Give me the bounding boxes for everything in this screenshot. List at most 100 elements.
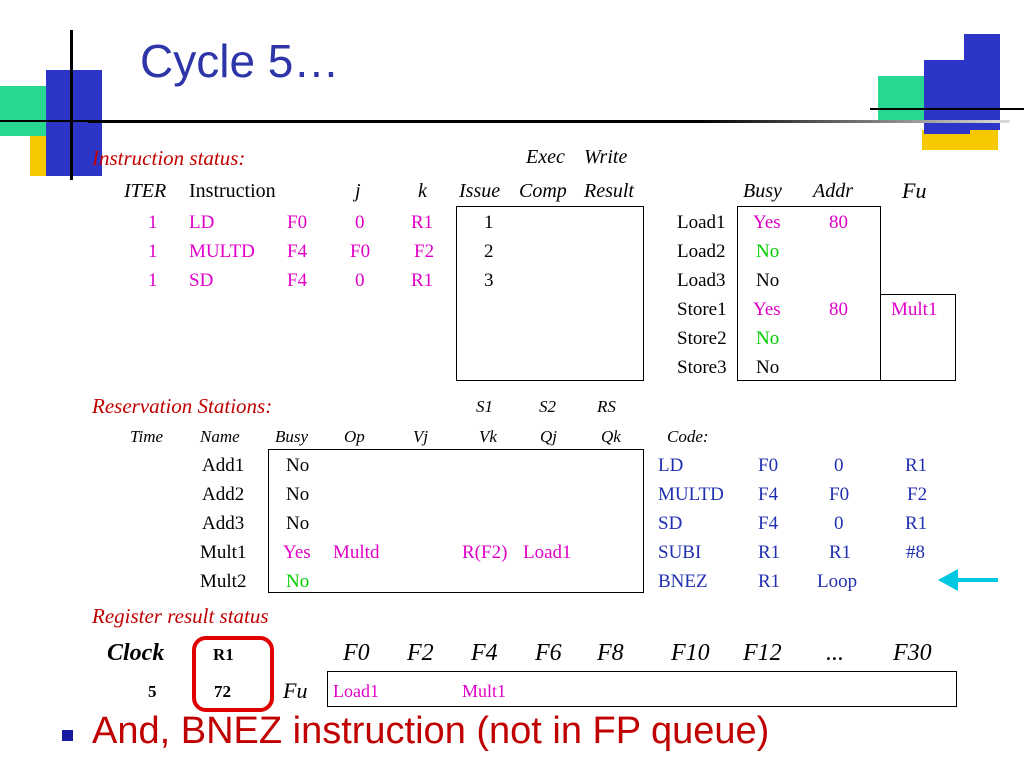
s2-header: S2 xyxy=(539,397,556,416)
register-f30: F30 xyxy=(893,640,932,666)
busy-header: Busy xyxy=(743,180,782,202)
code-arg: F0 xyxy=(758,455,779,476)
decorative-corner-blocks-right xyxy=(870,34,1024,150)
code-arg: F0 xyxy=(829,484,850,505)
comp-header: Comp xyxy=(519,180,567,202)
issue-cell: 1 xyxy=(484,212,494,233)
vj-header: Vj xyxy=(413,427,429,446)
buffer-busy-addr-box xyxy=(737,206,881,381)
buffer-fu: Mult1 xyxy=(891,299,938,320)
rs-busy: No xyxy=(286,455,310,476)
buffer-name: Load2 xyxy=(677,241,726,262)
iter-cell: 1 xyxy=(148,270,158,291)
buffer-busy: Yes xyxy=(753,299,781,320)
rs-busy-header: Busy xyxy=(275,427,309,446)
iter-header: ITER xyxy=(124,180,167,202)
code-arg: F2 xyxy=(907,484,928,505)
dest-cell: F4 xyxy=(287,241,308,262)
fu-f4: Mult1 xyxy=(462,681,507,701)
code-arg: #8 xyxy=(906,542,925,563)
title-rule-fade xyxy=(700,120,1010,123)
code-arg: 0 xyxy=(834,513,844,534)
rs-busy: No xyxy=(286,571,310,592)
rs-name: Add2 xyxy=(202,484,245,505)
vk-header: Vk xyxy=(479,427,497,446)
decorative-corner-blocks-left xyxy=(0,30,135,180)
time-header: Time xyxy=(130,427,164,446)
name-header: Name xyxy=(200,427,240,446)
buffer-busy: Yes xyxy=(753,212,781,233)
code-op: MULTD xyxy=(658,484,724,505)
fu-f0: Load1 xyxy=(333,681,379,701)
code-arg: R1 xyxy=(758,542,781,563)
slide-title: Cycle 5… xyxy=(140,35,340,87)
code-op: BNEZ xyxy=(658,571,708,592)
iter-cell: 1 xyxy=(148,212,158,233)
register-f8: F8 xyxy=(597,640,624,666)
register-f10: F10 xyxy=(671,640,710,666)
store-fu-box xyxy=(880,294,956,381)
code-arg: R1 xyxy=(758,571,781,592)
r1-value: 72 xyxy=(214,682,231,701)
rs-name: Mult1 xyxy=(200,542,247,563)
current-instruction-arrow-icon xyxy=(938,569,998,591)
issue-header: Issue xyxy=(459,180,501,202)
clock-label: Clock xyxy=(107,640,165,666)
write-header: Write xyxy=(584,146,628,168)
code-op: SD xyxy=(658,513,683,534)
issue-cell: 3 xyxy=(484,270,494,291)
title-rule xyxy=(88,120,1008,123)
code-arg: 0 xyxy=(834,455,844,476)
buffer-name: Store1 xyxy=(677,299,727,320)
instruction-status-label: Instruction status: xyxy=(92,146,246,170)
code-arg: Loop xyxy=(817,571,858,592)
register-f0: F0 xyxy=(343,640,370,666)
rs-name: Add3 xyxy=(202,513,245,534)
code-op: LD xyxy=(658,455,684,476)
reservation-stations-label: Reservation Stations: xyxy=(92,394,273,418)
register-f2: F2 xyxy=(407,640,434,666)
code-arg: F4 xyxy=(758,513,779,534)
bottom-bullet-text: And, BNEZ instruction (not in FP queue) xyxy=(92,710,770,752)
register-f12: F12 xyxy=(743,640,782,666)
rs-op: Multd xyxy=(333,542,380,563)
dest-cell: F4 xyxy=(287,270,308,291)
buffer-name: Load3 xyxy=(677,270,726,291)
buffer-busy: No xyxy=(756,270,780,291)
rs-qj: Load1 xyxy=(523,542,572,563)
buffer-addr: 80 xyxy=(829,299,848,320)
j-cell: F0 xyxy=(350,241,371,262)
buffer-name: Store2 xyxy=(677,328,727,349)
s1-header: S1 xyxy=(476,397,493,416)
iter-cell: 1 xyxy=(148,241,158,262)
code-arg: R1 xyxy=(905,455,928,476)
op-cell: MULTD xyxy=(189,241,255,262)
result-header: Result xyxy=(584,180,634,202)
j-cell: 0 xyxy=(355,212,365,233)
code-header: Code: xyxy=(667,427,709,446)
rs-vk: R(F2) xyxy=(462,542,508,563)
op-header: Op xyxy=(344,427,365,446)
bullet-marker xyxy=(62,730,73,741)
k-header: k xyxy=(418,180,427,202)
clock-value: 5 xyxy=(148,682,157,701)
op-cell: LD xyxy=(189,212,215,233)
k-cell: F2 xyxy=(414,241,435,262)
addr-header: Addr xyxy=(813,180,853,202)
buffer-addr: 80 xyxy=(829,212,848,233)
rs-busy: No xyxy=(286,513,310,534)
issue-cell: 2 xyxy=(484,241,494,262)
j-header: j xyxy=(355,180,361,202)
code-op: SUBI xyxy=(658,542,702,563)
buffer-busy: No xyxy=(756,357,780,378)
r1-label: R1 xyxy=(213,645,234,664)
buffer-busy: No xyxy=(756,241,780,262)
rs-busy: Yes xyxy=(283,542,311,563)
register-fu-box xyxy=(327,671,957,707)
buffer-name: Store3 xyxy=(677,357,727,378)
instruction-header: Instruction xyxy=(189,180,276,202)
reservation-stations-box xyxy=(268,449,644,593)
qk-header: Qk xyxy=(601,427,621,446)
register-ellipsis: ... xyxy=(826,640,844,666)
qj-header: Qj xyxy=(540,427,557,446)
